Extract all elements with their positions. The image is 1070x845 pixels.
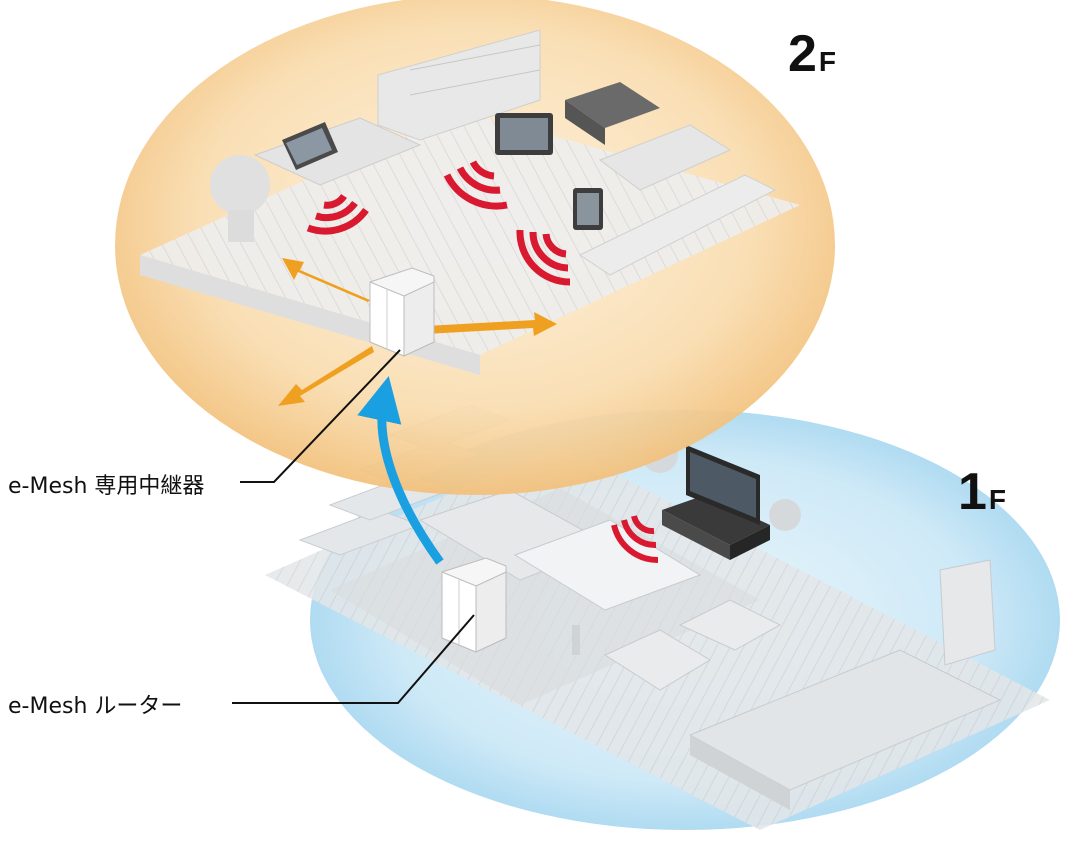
floor-unit: F — [988, 484, 1007, 515]
mesh-repeater-device — [369, 267, 435, 357]
wifi-signal-icon — [611, 515, 659, 564]
mesh-router-device — [441, 557, 507, 653]
floor-label-2f: 2F — [788, 28, 836, 80]
bookshelf — [377, 29, 541, 141]
wifi-signal-icon — [516, 229, 571, 286]
repeater-leader-line — [240, 349, 401, 483]
floor-label-1f: 1F — [958, 466, 1006, 518]
tv-stand — [662, 495, 770, 545]
router-callout-label: e-Mesh ルーター — [8, 694, 183, 719]
floor-number: 1 — [958, 463, 987, 521]
repeater-callout-label: e-Mesh 専用中継器 — [8, 474, 205, 499]
coverage-arrows — [278, 258, 557, 406]
floor-number: 2 — [788, 25, 817, 83]
router-leader-line — [232, 614, 475, 704]
wifi-signal-icon — [443, 160, 508, 210]
floor-unit: F — [818, 46, 837, 77]
mesh-link-arrow — [357, 375, 444, 565]
wifi-signal-icon — [306, 193, 369, 235]
